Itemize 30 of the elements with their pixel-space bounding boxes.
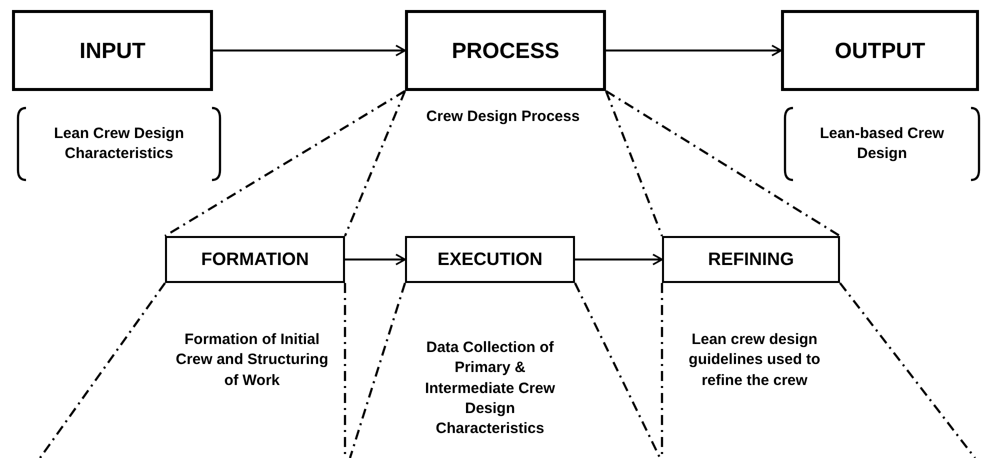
dash-dot-line	[164, 90, 406, 237]
arrow	[213, 44, 406, 56]
description-text: Formation of Initial Crew and Structuring of Work	[174, 330, 330, 390]
box-title: OUTPUT	[834, 37, 926, 65]
arrow	[345, 254, 406, 266]
dash-dot-line	[348, 282, 406, 458]
box-title: EXECUTION	[437, 248, 542, 271]
dash-dot-line	[605, 90, 841, 237]
caption-text: Crew Design Process	[426, 106, 580, 127]
arrow	[606, 44, 782, 56]
process-box	[405, 236, 575, 283]
box-title: FORMATION	[201, 248, 309, 271]
box-title: INPUT	[80, 37, 146, 65]
dash-dot-line	[574, 282, 661, 458]
box-title: PROCESS	[452, 37, 560, 65]
caption-text: Lean Crew Design Characteristics	[52, 124, 186, 164]
description-text: Lean crew design guidelines used to refine the crew	[688, 330, 822, 390]
process-box	[165, 236, 345, 283]
process-box	[405, 10, 606, 91]
arrow	[575, 254, 663, 266]
process-box	[662, 236, 840, 283]
dash-dot-line	[344, 90, 406, 236]
box-title: REFINING	[708, 248, 794, 271]
dash-dot-line	[604, 90, 664, 236]
description-text: Data Collection of Primary & Intermediate Crew Design Characteristics	[424, 338, 556, 439]
process-box	[12, 10, 213, 91]
dash-dot-line	[39, 282, 166, 458]
process-box	[781, 10, 979, 91]
caption-text: Lean-based Crew Design	[818, 124, 946, 164]
dash-dot-line	[839, 282, 976, 458]
